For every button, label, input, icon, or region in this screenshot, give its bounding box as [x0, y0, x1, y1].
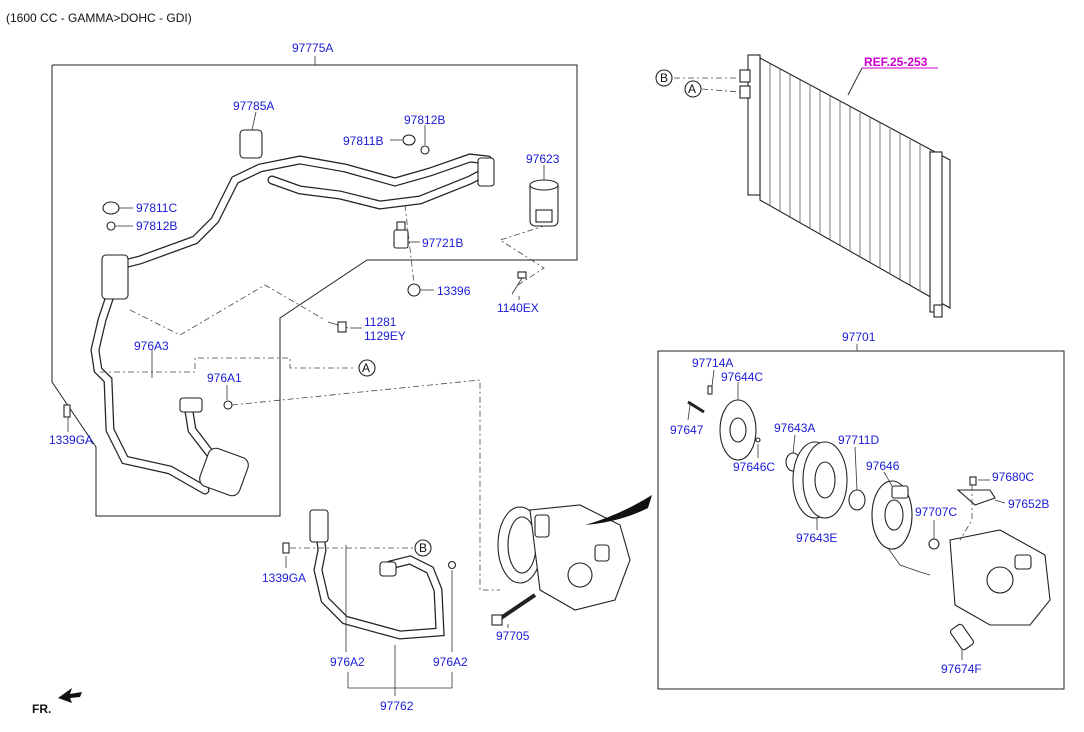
field-coil-97646[interactable]: [871, 480, 931, 576]
label-97647[interactable]: 97647: [670, 423, 704, 437]
oil-seal-97707C[interactable]: [928, 538, 940, 550]
callout-a-right: [684, 80, 702, 98]
block-fitting-97785A[interactable]: [239, 129, 263, 159]
label-97811C[interactable]: 97811C: [136, 201, 177, 215]
callout-b-left: [414, 539, 432, 557]
condenser-right-tank: [929, 151, 943, 313]
bolt-1140EX[interactable]: [511, 271, 527, 295]
cap-97811C[interactable]: [102, 201, 120, 215]
label-1339GA-left[interactable]: 1339GA: [49, 433, 93, 447]
valve-core-97812B-left[interactable]: [106, 221, 116, 231]
o-ring-976A2[interactable]: [447, 560, 457, 570]
condenser[interactable]: [739, 54, 951, 318]
pulley-97643E[interactable]: [792, 441, 848, 519]
detail-arrow: [585, 495, 652, 525]
o-ring-976A1[interactable]: [223, 400, 233, 410]
label-976A2-left[interactable]: 976A2: [330, 655, 365, 669]
snap-ring-97711D[interactable]: [848, 489, 866, 511]
discharge-pipe[interactable]: [267, 167, 490, 210]
bolt-11281[interactable]: [327, 321, 349, 333]
callout-a-left-letter: A: [362, 361, 370, 375]
label-97812B-top[interactable]: 97812B: [404, 113, 445, 127]
bolt-1339GA-mid[interactable]: [282, 542, 290, 554]
callout-b-right-letter: B: [660, 71, 668, 85]
label-13396[interactable]: 13396: [437, 284, 471, 298]
label-97775A[interactable]: 97775A: [292, 41, 333, 55]
callout-a-right-letter: A: [688, 82, 696, 96]
bracket-97652B[interactable]: [956, 489, 996, 506]
shim-97714A[interactable]: [707, 385, 713, 395]
pressure-sensor-97674F[interactable]: [949, 623, 974, 651]
label-97762[interactable]: 97762: [380, 699, 414, 713]
callout-b-right: [655, 69, 673, 87]
label-97811B[interactable]: 97811B: [343, 134, 383, 148]
label-97711D[interactable]: 97711D: [838, 433, 879, 447]
label-97707C[interactable]: 97707C: [915, 505, 957, 519]
receiver-drier[interactable]: [529, 179, 559, 227]
valve-core-97812B-top[interactable]: [420, 145, 430, 155]
front-arrow-icon: [58, 688, 82, 703]
front-indicator-label: FR.: [32, 702, 51, 716]
label-97785A[interactable]: 97785A: [233, 99, 274, 113]
compressor[interactable]: [497, 504, 631, 611]
clutch-hub-97644C[interactable]: [719, 399, 757, 461]
bolt-97647[interactable]: [687, 400, 705, 414]
label-97812B-left[interactable]: 97812B: [136, 219, 177, 233]
label-976A3[interactable]: 976A3: [134, 339, 169, 353]
nut-13396[interactable]: [407, 283, 421, 297]
label-97643E[interactable]: 97643E: [796, 531, 837, 545]
detail-compressor-body[interactable]: [949, 529, 1051, 626]
label-976A2-right[interactable]: 976A2: [433, 655, 468, 669]
label-1140EX[interactable]: 1140EX: [497, 301, 539, 315]
label-97646C[interactable]: 97646C: [733, 460, 775, 474]
label-1129EY[interactable]: 1129EY: [364, 329, 406, 343]
label-97705[interactable]: 97705: [496, 629, 530, 643]
label-1339GA-mid[interactable]: 1339GA: [262, 571, 306, 585]
compressor-detail-frame: [657, 350, 1065, 690]
label-97646[interactable]: 97646: [866, 459, 900, 473]
label-97721B[interactable]: 97721B: [422, 236, 463, 250]
hose-assembly-frame: [51, 56, 578, 517]
left-hose-pipe[interactable]: [90, 285, 210, 495]
muffler-pipe[interactable]: [179, 397, 251, 498]
label-97701[interactable]: 97701: [842, 330, 876, 344]
label-97623[interactable]: 97623: [526, 152, 560, 166]
label-97652B[interactable]: 97652B: [1008, 497, 1049, 511]
bolt-1339GA-left[interactable]: [63, 404, 71, 418]
bolt-97705[interactable]: [491, 593, 537, 626]
label-97644C[interactable]: 97644C: [721, 370, 763, 384]
ref-link[interactable]: REF.25-253: [864, 55, 928, 69]
label-97643A[interactable]: 97643A: [774, 421, 815, 435]
label-97714A[interactable]: 97714A: [692, 356, 733, 370]
label-976A1[interactable]: 976A1: [207, 371, 242, 385]
engine-spec-title: (1600 CC - GAMMA>DOHC - GDI): [6, 11, 192, 25]
ref-leader: [847, 67, 863, 96]
hose-block-fitting[interactable]: [101, 254, 129, 300]
liquid-tube[interactable]: [309, 509, 445, 640]
callout-a-left: [358, 359, 376, 377]
suction-pipe[interactable]: [105, 153, 493, 290]
condenser-left-tank: [747, 54, 761, 196]
cap-97811B[interactable]: [402, 134, 416, 146]
label-97674F[interactable]: 97674F: [941, 662, 982, 676]
callout-b-left-letter: B: [419, 541, 427, 555]
label-11281[interactable]: 11281: [364, 315, 397, 329]
label-97680C[interactable]: 97680C: [992, 470, 1034, 484]
snap-ring-97646C[interactable]: [755, 437, 761, 443]
pressure-switch[interactable]: [393, 221, 409, 249]
receiver-fitting[interactable]: [477, 157, 495, 187]
bolt-97680C[interactable]: [969, 476, 977, 486]
